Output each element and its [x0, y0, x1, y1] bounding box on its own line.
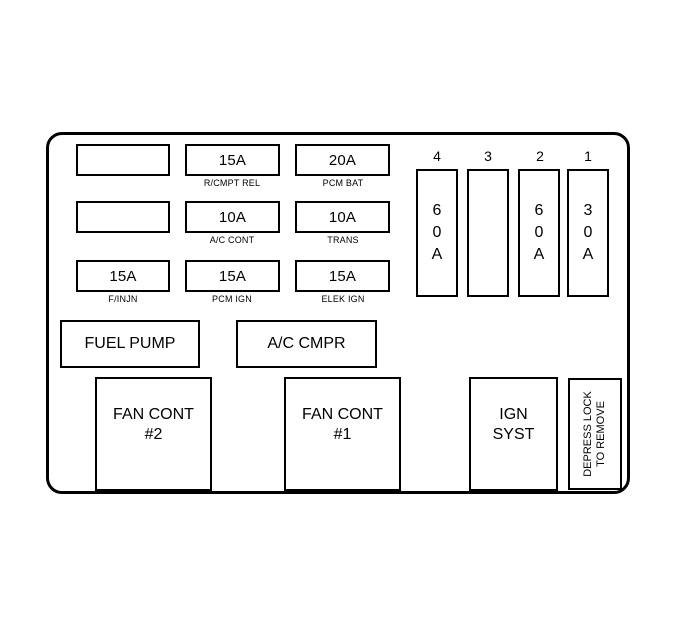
maxi-fuse-value: 3 0 A — [582, 202, 594, 263]
maxi-fuse-1: 3 0 A — [567, 169, 609, 297]
relay-ign-syst: IGN SYST — [469, 377, 558, 491]
relay-fan-cont-2: FAN CONT #2 — [95, 377, 212, 491]
fuse-label: ELEK IGN — [321, 294, 365, 304]
relay-fuel-pump: FUEL PUMP — [60, 320, 200, 368]
fuse-empty-r1c1 — [76, 144, 170, 176]
fuse-pcm-bat: 20A — [295, 144, 390, 176]
relay-label: FAN CONT #2 — [113, 406, 194, 443]
fuse-label: PCM IGN — [212, 294, 252, 304]
depress-lock: DEPRESS LOCK TO REMOVE — [568, 378, 622, 490]
fuse-ac-cont: 10A — [185, 201, 280, 233]
relay-label: FUEL PUMP — [84, 335, 176, 352]
maxi-fuse-number: 1 — [584, 148, 592, 164]
fuse-trans: 10A — [295, 201, 390, 233]
fuse-value: 15A — [218, 151, 247, 169]
fuse-value: 15A — [218, 267, 247, 285]
fuse-label: TRANS — [327, 235, 359, 245]
fuse-label: PCM BAT — [322, 178, 364, 188]
relay-ac-cmpr: A/C CMPR — [236, 320, 377, 368]
fuse-value: 15A — [328, 267, 357, 285]
relay-label: IGN SYST — [492, 406, 535, 443]
fuse-f-injn: 15A — [76, 260, 170, 292]
fuse-value: 10A — [218, 208, 247, 226]
fuse-empty-r2c1 — [76, 201, 170, 233]
maxi-fuse-4: 6 0 A — [416, 169, 458, 297]
maxi-fuse-number: 3 — [484, 148, 492, 164]
fuse-elek-ign: 15A — [295, 260, 390, 292]
maxi-fuse-number: 2 — [536, 148, 544, 164]
fuse-rcmpt-rel: 15A — [185, 144, 280, 176]
fuse-value: 20A — [328, 151, 357, 169]
maxi-fuse-3 — [467, 169, 509, 297]
relay-label: A/C CMPR — [267, 335, 346, 352]
relay-fan-cont-1: FAN CONT #1 — [284, 377, 401, 491]
fuse-label: R/CMPT REL — [203, 178, 261, 188]
fuse-value: 15A — [109, 267, 137, 285]
fuse-block-outline — [46, 132, 630, 494]
maxi-fuse-value: 6 0 A — [533, 202, 545, 263]
maxi-fuse-value: 6 0 A — [431, 202, 443, 263]
fuse-value: 10A — [328, 208, 357, 226]
fuse-pcm-ign: 15A — [185, 260, 280, 292]
lock-label: DEPRESS LOCK TO REMOVE — [582, 391, 607, 477]
fuse-label: F/INJN — [108, 294, 138, 304]
maxi-fuse-2: 6 0 A — [518, 169, 560, 297]
fuse-label: A/C CONT — [209, 235, 255, 245]
maxi-fuse-number: 4 — [433, 148, 441, 164]
relay-label: FAN CONT #1 — [302, 406, 383, 443]
